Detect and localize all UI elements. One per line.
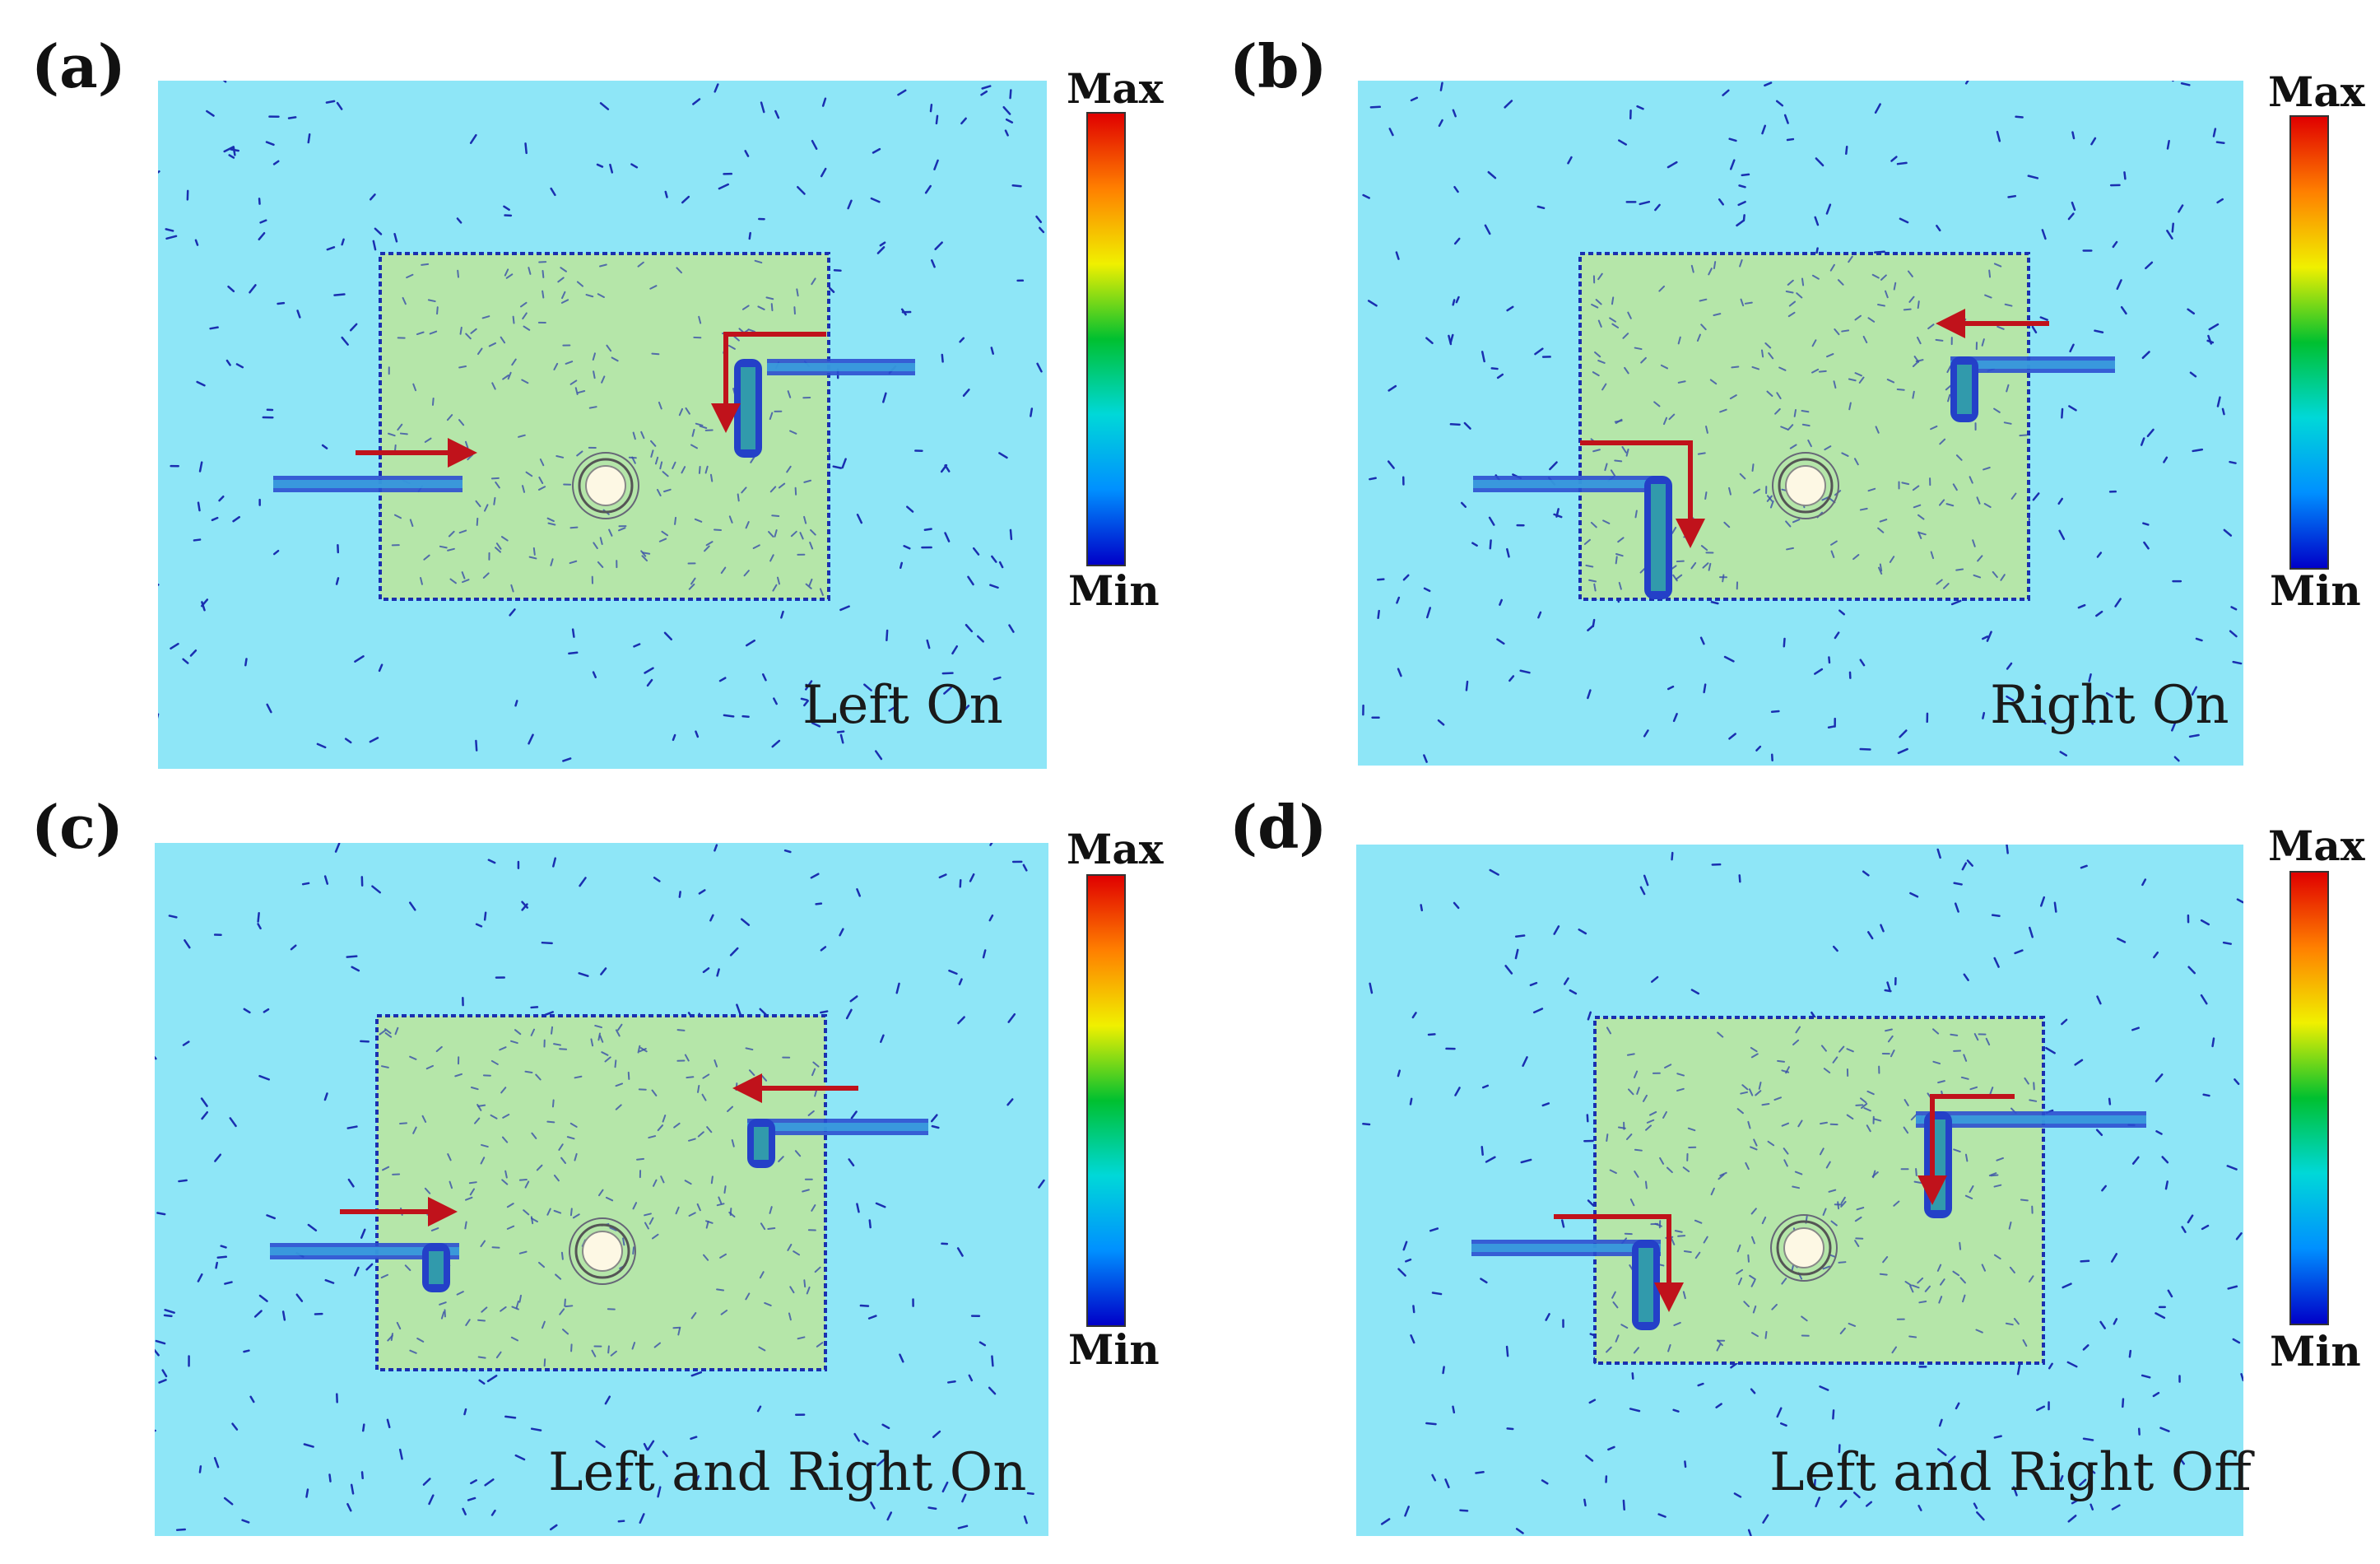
panel-d-plot	[1356, 845, 2243, 1536]
diffuser-ring-inner	[1776, 1220, 1832, 1276]
panel-c-plot	[155, 843, 1048, 1536]
jet-stream	[270, 1243, 459, 1292]
panel-a-colorbar	[1086, 112, 1126, 566]
panel-b-caption: Right On	[1990, 675, 2229, 736]
jet-stream	[1950, 356, 2115, 422]
panel-b-colorbar-max: Max	[2268, 67, 2365, 116]
jet-stream	[734, 359, 915, 458]
panel-b-flow-field	[1362, 81, 2243, 763]
flow-direction-arrow	[711, 332, 826, 433]
panel-b-colorbar-min: Min	[2270, 566, 2361, 615]
diffuser-ring	[572, 452, 639, 519]
panel-c-colorbar	[1086, 874, 1126, 1327]
panel-d-colorbar-max: Max	[2268, 822, 2365, 870]
panel-b-colorbar	[2289, 115, 2329, 570]
panel-d-colorbar-min: Min	[2270, 1327, 2361, 1375]
diffuser	[582, 1231, 623, 1272]
panel-d-letter: (d)	[1230, 792, 1327, 862]
diffuser-ring-inner	[574, 1223, 630, 1279]
diffuser-ring	[1772, 452, 1839, 519]
jet-stream	[1471, 1240, 1661, 1330]
diffuser-ring-inner	[1778, 458, 1834, 514]
diffuser-ring-inner	[578, 458, 634, 514]
panel-b-letter: (b)	[1230, 31, 1327, 101]
panel-a-flow-field	[158, 81, 1045, 762]
panel-a-plot	[158, 81, 1047, 769]
flow-direction-arrow	[1580, 440, 1705, 548]
panel-d-caption: Left and Right Off	[1769, 1442, 2252, 1503]
diffuser	[585, 465, 626, 506]
jet-stream	[747, 1119, 928, 1168]
panel-d-colorbar	[2289, 871, 2329, 1325]
room-area	[1593, 1016, 2045, 1365]
panel-c-caption: Left and Right On	[548, 1442, 1027, 1503]
diffuser	[1785, 465, 1826, 506]
room-vectors	[379, 1023, 824, 1367]
panel-b-plot	[1358, 81, 2243, 766]
room-vectors	[1606, 1026, 2038, 1354]
diffuser-ring	[569, 1217, 636, 1285]
panel-c-colorbar-min: Min	[1068, 1325, 1160, 1374]
panel-a-colorbar-max: Max	[1067, 64, 1164, 113]
panel-a-caption: Left On	[802, 675, 1003, 736]
panel-a-letter: (a)	[31, 31, 126, 101]
jet-stream	[273, 476, 463, 492]
flow-direction-arrow	[1917, 1094, 2015, 1205]
flow-direction-arrow	[1554, 1214, 1684, 1312]
panel-c-letter: (c)	[31, 792, 123, 862]
jet-stream	[1473, 476, 1672, 599]
diffuser	[1783, 1227, 1825, 1268]
diffuser-ring	[1770, 1214, 1838, 1282]
panel-c-flow-field	[155, 843, 1045, 1531]
panel-d-flow-field	[1362, 845, 2243, 1536]
panel-c-colorbar-max: Max	[1067, 825, 1164, 873]
panel-a-colorbar-min: Min	[1068, 566, 1160, 615]
